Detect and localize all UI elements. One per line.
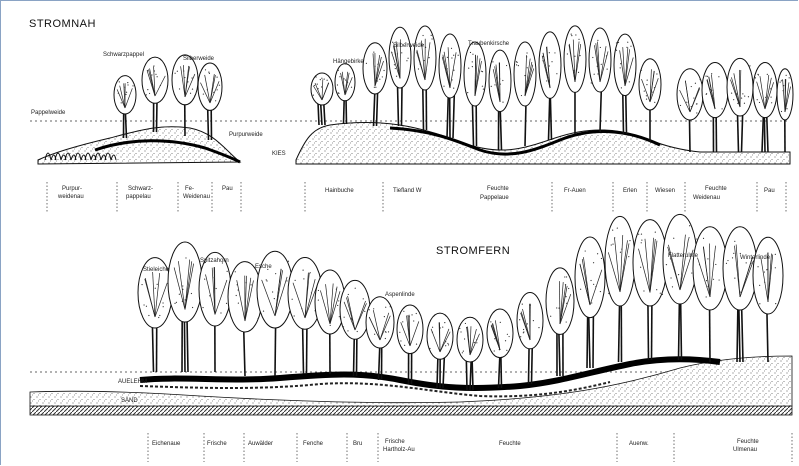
bottom-tree-15 [546, 268, 574, 376]
top-tree-16 [589, 28, 611, 132]
bottom-zone-9-line2: Ulmenau [733, 447, 757, 453]
top-tree-18 [639, 59, 661, 142]
bottom-tree-4 [228, 262, 262, 376]
top-zone-6-line1: Tiefland W [393, 188, 422, 194]
top-tree-12 [489, 50, 511, 150]
top-zone-10-line1: Wiesen [655, 188, 675, 194]
top-tree-17 [614, 34, 636, 134]
bottom-zone-8-line1: Auenw. [629, 441, 649, 447]
top-zone-1-line2: weidenau [57, 194, 84, 200]
bottom-title: STROMFERN [436, 245, 510, 257]
top-tree-9 [414, 26, 436, 130]
top-tree-7 [363, 43, 387, 126]
bottom-zone-dividers [148, 433, 792, 462]
top-tree-4 [198, 63, 222, 140]
bottom-tree-12 [457, 317, 483, 390]
bottom-annotation-7: AUELEHM [118, 379, 147, 385]
bottom-annotation-3: Esche [255, 264, 272, 270]
bottom-tree-16 [575, 237, 605, 368]
top-zone-row: Purpur- weidenau Schwarz- pappelau Fe- W… [47, 182, 786, 212]
top-annotation-5: KIES [272, 151, 286, 157]
top-zone-11-line2: Weidenau [693, 195, 720, 201]
top-zone-2-line2: pappelau [126, 194, 151, 200]
top-annotation-4: Purpurweide [229, 132, 263, 138]
bottom-tree-group [138, 214, 783, 390]
top-annotation-3: Silberweide [183, 56, 215, 62]
bottom-zone-6-line1: Frische [385, 439, 405, 445]
bottom-tree-17 [605, 216, 635, 362]
bottom-annotation-1: Stieleiche [143, 267, 170, 273]
bottom-bedrock-band [30, 406, 792, 415]
bottom-annotation-8: SAND [121, 398, 138, 404]
top-tree-1 [114, 76, 136, 138]
top-annotation-6: Hängebirke [333, 59, 364, 65]
top-zone-7-line1: Feuchte [487, 186, 509, 192]
top-zone-4-line1: Pau [222, 186, 233, 192]
bottom-tree-21 [723, 227, 757, 362]
top-zone-1-line1: Purpur- [62, 186, 82, 192]
bottom-panel: STROMFERN Stieleiche Spitzahorn Esche As… [30, 214, 792, 462]
top-zone-11-line1: Feuchte [705, 186, 727, 192]
top-zone-8-line1: Fr-Auen [564, 188, 586, 194]
bottom-annotation-4: Aspenlinde [385, 292, 415, 298]
bottom-zone-6-line2: Hartholz-Au [383, 447, 415, 453]
top-zone-12-line1: Pau [764, 188, 775, 194]
top-left-bank [38, 127, 240, 164]
bottom-annotation-2: Spitzahorn [200, 258, 229, 264]
bottom-zone-4-line1: Fenche [303, 441, 324, 447]
top-tree-15 [564, 26, 586, 134]
top-zone-9-line1: Erlen [623, 188, 637, 194]
top-tree-23 [777, 69, 793, 152]
top-annotation-2: Schwarzpappel [103, 52, 144, 58]
bottom-tree-3 [199, 252, 231, 372]
bottom-zone-3-line1: Auwälder [248, 441, 273, 447]
top-tree-10 [439, 34, 461, 138]
top-annotation-1: Pappelweide [31, 110, 66, 116]
top-zone-dividers [47, 182, 786, 212]
bottom-zone-row: Eichenaue Frische Auwälder Fenche Bru Fr… [148, 433, 792, 462]
top-tree-22 [753, 63, 777, 152]
bottom-zone-7-line1: Feuchte [499, 441, 521, 447]
bottom-tree-11 [427, 313, 453, 388]
bottom-tree-9 [366, 297, 394, 380]
bottom-tree-13 [487, 309, 513, 388]
top-tree-20 [702, 63, 728, 152]
top-tree-3 [172, 55, 198, 136]
top-annotation-7: Silberweide [393, 43, 425, 49]
top-zone-3-line1: Fe- [185, 186, 194, 192]
top-tree-14 [539, 32, 561, 140]
bottom-tree-7 [315, 270, 345, 374]
top-annotation-8: Traubenkirsche [468, 41, 510, 47]
bottom-annotation-6: Winterlinde [740, 255, 771, 261]
bottom-zone-2-line1: Frische [207, 441, 227, 447]
bottom-tree-18 [633, 220, 667, 360]
bottom-zone-1-line1: Eichenaue [152, 441, 181, 447]
top-panel: STROMNAH Pappelweide Schwarzpappel Silbe… [29, 18, 793, 212]
bottom-tree-14 [517, 292, 543, 384]
top-zone-2-line1: Schwarz- [128, 186, 153, 192]
bottom-tree-2 [168, 242, 202, 372]
top-tree-5 [311, 73, 333, 125]
top-tree-11 [464, 42, 486, 146]
top-tree-13 [514, 42, 536, 146]
bottom-tree-1 [138, 258, 172, 372]
bottom-tree-20 [693, 227, 727, 362]
bottom-tree-19 [663, 214, 697, 360]
top-tree-6 [335, 64, 355, 124]
bottom-annotation-5: Flatterulme [668, 253, 699, 259]
bottom-tree-8 [340, 280, 370, 376]
top-title: STROMNAH [29, 18, 96, 30]
top-zone-3-line2: Weidenau [183, 194, 210, 200]
bottom-zone-9-line1: Feuchte [737, 439, 759, 445]
top-tree-19 [677, 69, 703, 152]
top-tree-21 [727, 58, 753, 152]
bottom-zone-5-line1: Bru [353, 441, 362, 447]
top-zone-5-line1: Hainbuche [325, 188, 354, 194]
top-zone-7-line2: Pappelaue [480, 195, 509, 201]
